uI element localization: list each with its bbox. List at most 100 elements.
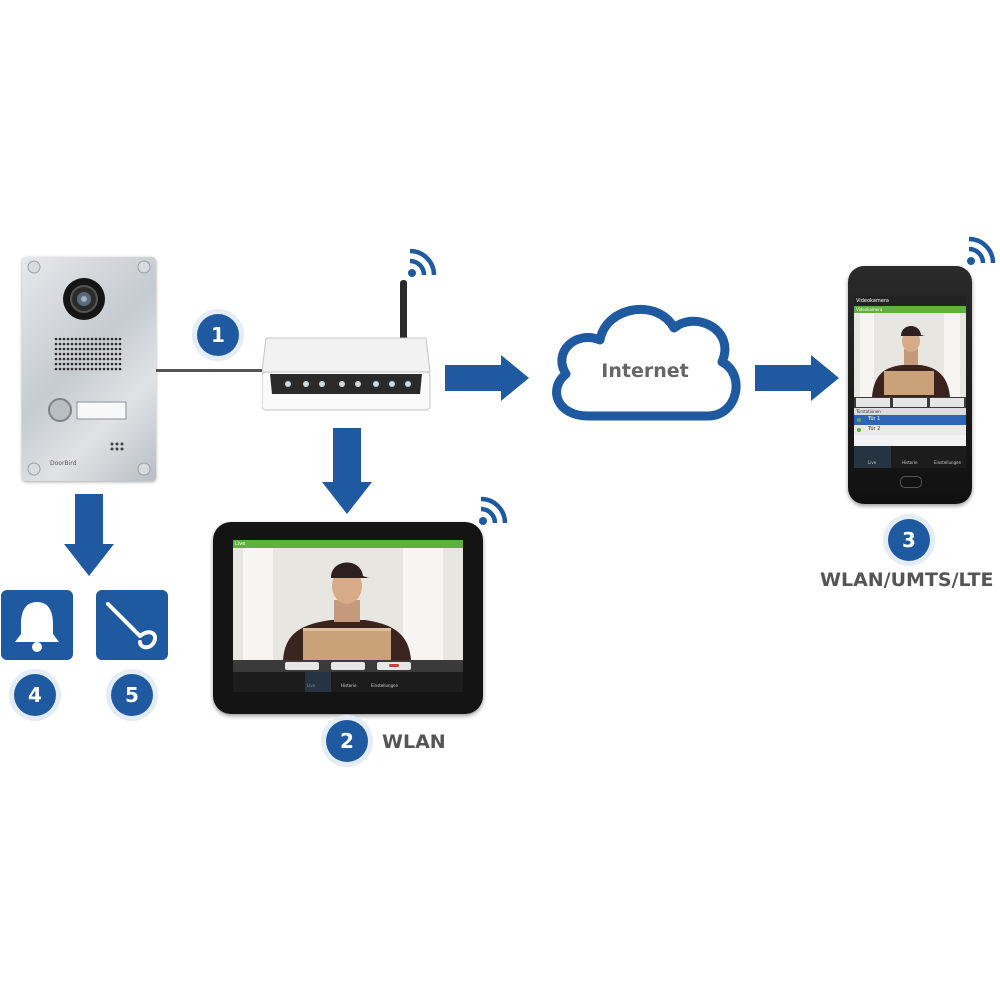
- speaker-hole: [102, 342, 106, 346]
- speaker-hole: [78, 347, 82, 351]
- speaker-hole: [94, 367, 98, 371]
- speaker-hole: [110, 337, 114, 341]
- step-badge-4: 4: [14, 674, 56, 716]
- speaker-hole: [102, 337, 106, 341]
- speaker-hole: [114, 342, 118, 346]
- speaker-hole: [54, 352, 58, 356]
- speaker-hole: [70, 367, 74, 371]
- speaker-hole: [102, 362, 106, 366]
- phone-app-header: Videokamera: [854, 306, 966, 313]
- speaker-hole: [114, 347, 118, 351]
- smartphone: Videokamera Videokamera Türstationen Tür…: [848, 266, 972, 504]
- speaker-hole: [66, 367, 70, 371]
- tablet: Live Live Historie Einstellungen: [213, 522, 483, 714]
- speaker-hole: [70, 342, 74, 346]
- door-station-brand: DoorBird: [50, 460, 77, 467]
- speaker-hole: [90, 347, 94, 351]
- speaker-hole: [78, 357, 82, 361]
- phone-door-row[interactable]: Tür 1: [854, 415, 966, 425]
- speaker-hole: [74, 352, 78, 356]
- router: [261, 280, 432, 415]
- speaker-hole: [114, 337, 118, 341]
- speaker-hole: [106, 337, 110, 341]
- speaker-hole: [70, 352, 74, 356]
- speaker-hole: [114, 357, 118, 361]
- speaker-hole: [94, 362, 98, 366]
- mobile-network-label: WLAN/UMTS/LTE: [820, 569, 994, 591]
- tablet-hangup-button[interactable]: [377, 662, 411, 670]
- step-badge-3: 3: [888, 519, 930, 561]
- speaker-hole: [110, 367, 114, 371]
- speaker-hole: [110, 357, 114, 361]
- speaker-hole: [106, 347, 110, 351]
- phone-key-button[interactable]: [856, 398, 890, 407]
- speaker-hole: [82, 337, 86, 341]
- speaker-hole: [86, 347, 90, 351]
- speaker-hole: [54, 342, 58, 346]
- speaker-hole: [66, 347, 70, 351]
- wifi-icon-phone: [967, 236, 996, 265]
- speaker-hole: [66, 357, 70, 361]
- speaker-hole: [78, 352, 82, 356]
- door-station-details: [27, 260, 151, 476]
- tablet-action-bar: [233, 660, 463, 672]
- speaker-hole: [94, 347, 98, 351]
- speaker-hole: [118, 352, 122, 356]
- phone-tab-settings[interactable]: Einstellungen: [934, 460, 962, 465]
- phone-bell-button[interactable]: [893, 398, 927, 407]
- internet-label: Internet: [601, 360, 689, 382]
- tablet-bell-button[interactable]: [331, 662, 365, 670]
- speaker-hole: [58, 357, 62, 361]
- speaker-hole: [94, 352, 98, 356]
- speaker-hole: [62, 347, 66, 351]
- speaker-hole: [58, 352, 62, 356]
- speaker-hole: [94, 357, 98, 361]
- arrow-down-doorstation-to-tiles: [64, 494, 114, 576]
- tablet-app-header: Live: [233, 540, 463, 548]
- speaker-hole: [94, 337, 98, 341]
- speaker-hole: [82, 367, 86, 371]
- tablet-key-button[interactable]: [285, 662, 319, 670]
- speaker-hole: [62, 342, 66, 346]
- speaker-hole: [62, 357, 66, 361]
- speaker-hole: [98, 342, 102, 346]
- speaker-hole: [54, 357, 58, 361]
- speaker-hole: [86, 367, 90, 371]
- speaker-hole: [102, 352, 106, 356]
- speaker-hole: [90, 337, 94, 341]
- arrow-right-cloud-to-phone: [755, 355, 839, 401]
- speaker-hole: [98, 347, 102, 351]
- speaker-hole: [118, 337, 122, 341]
- tablet-tab-settings[interactable]: Einstellungen: [371, 683, 399, 688]
- phone-tab-live[interactable]: Live: [868, 460, 877, 465]
- speaker-hole: [86, 352, 90, 356]
- phone-home-button[interactable]: [900, 476, 922, 488]
- speaker-hole: [90, 357, 94, 361]
- door-opener-icon: [106, 602, 157, 650]
- speaker-hole: [58, 367, 62, 371]
- step-badge-2: 2: [326, 720, 368, 762]
- speaker-hole: [98, 362, 102, 366]
- speaker-hole: [70, 357, 74, 361]
- speaker-hole: [110, 352, 114, 356]
- speaker-hole: [86, 337, 90, 341]
- phone-light-button[interactable]: [930, 398, 964, 407]
- phone-video-feed: [854, 313, 966, 397]
- speaker-hole: [102, 367, 106, 371]
- phone-door-row[interactable]: Tür 2: [854, 425, 966, 435]
- speaker-hole: [98, 357, 102, 361]
- tablet-tab-history[interactable]: Historie: [341, 683, 357, 688]
- speaker-hole: [78, 337, 82, 341]
- speaker-hole: [62, 337, 66, 341]
- speaker-hole: [82, 362, 86, 366]
- speaker-hole: [66, 342, 70, 346]
- phone-tab-history[interactable]: Historie: [902, 460, 918, 465]
- speaker-hole: [118, 367, 122, 371]
- speaker-hole: [110, 342, 114, 346]
- wifi-icon-router: [408, 248, 437, 277]
- speaker-hole: [90, 367, 94, 371]
- phone-tab-bar: Live Historie Einstellungen: [854, 446, 966, 468]
- speaker-hole: [106, 362, 110, 366]
- bell-icon: [15, 602, 59, 652]
- speaker-hole: [70, 347, 74, 351]
